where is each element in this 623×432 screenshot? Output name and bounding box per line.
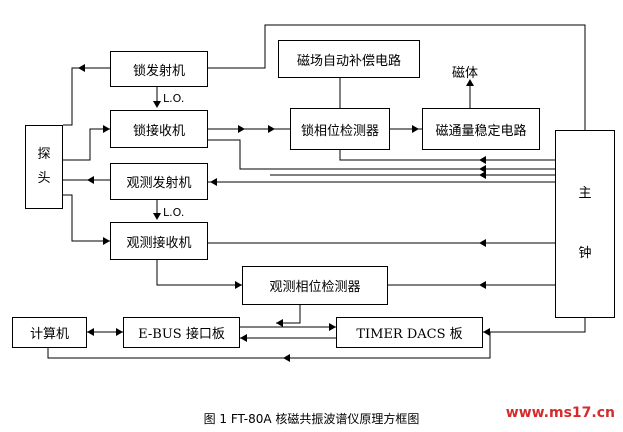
ebus-board-block: E-BUS 接口板 [123, 317, 240, 348]
lock-phase-detector-label: 锁相位检测器 [300, 123, 379, 139]
arrow-into-flux [412, 125, 419, 133]
wire-lock-tx-to-probe [63, 67, 110, 126]
observe-receiver-block: 观测接收机 [110, 222, 208, 260]
lock-phase-detector-block: 锁相位检测器 [290, 108, 390, 150]
arrow-to-magnet [466, 79, 474, 86]
observe-transmitter-block: 观测发射机 [110, 163, 208, 200]
arrow-clock-to-obsphase [479, 281, 486, 289]
lock-transmitter-block: 锁发射机 [110, 51, 208, 87]
wire-phase-to-clock-2 [339, 150, 555, 161]
arrow-clock-line-2 [479, 156, 486, 164]
arrow-into-lock-tx [78, 64, 85, 72]
arrow-into-lock-rx [103, 125, 110, 133]
arrow-clock-to-obsrx [479, 239, 486, 247]
site-watermark: www.ms17.cn [505, 405, 615, 421]
probe-char-2: 头 [37, 171, 51, 186]
clock-char-2: 钟 [578, 246, 592, 261]
wire-obsrx-to-obsphase [156, 260, 242, 286]
arrow-clock-line-3 [479, 171, 486, 179]
wire-clock-top-loop [208, 24, 586, 130]
observe-transmitter-label: 观测发射机 [126, 176, 192, 191]
observe-phase-detector-block: 观测相位检测器 [242, 266, 388, 305]
arrow-bottom-bus [283, 354, 290, 362]
arrow-lo-top [153, 101, 161, 108]
observe-receiver-label: 观测接收机 [126, 235, 192, 251]
lock-receiver-block: 锁接收机 [110, 110, 208, 148]
wire-probe-to-lock-rx [63, 128, 110, 161]
computer-label: 计算机 [29, 327, 69, 342]
flux-stabilizer-label: 磁通量稳定电路 [435, 123, 527, 139]
arrow-into-computer [87, 328, 94, 336]
field-compensation-label: 磁场自动补偿电路 [296, 53, 401, 69]
arrow-lockrx-a [238, 125, 245, 133]
wire-clock-to-timer [483, 318, 586, 333]
wire-lockrx-to-clock-1 [208, 139, 555, 170]
arrow-into-ebus-left [116, 328, 123, 336]
field-compensation-block: 磁场自动补偿电路 [278, 40, 420, 78]
wire-obsphase-to-ebus [276, 305, 301, 324]
magnet-label: 磁体 [452, 66, 479, 81]
lo-label-bottom: L.O. [163, 206, 185, 219]
probe-char-1: 探 [37, 147, 51, 163]
arrow-into-ebus [276, 319, 283, 327]
arrow-into-timer [483, 328, 490, 336]
arrow-clock-line-1 [479, 165, 486, 173]
wire-bottom-bus [47, 332, 491, 359]
arrow-into-obsrx [103, 237, 110, 245]
ebus-board-label: E-BUS 接口板 [138, 327, 225, 342]
flux-stabilizer-block: 磁通量稳定电路 [422, 108, 540, 150]
timer-dacs-board-block: TIMER DACS 板 [336, 317, 483, 348]
computer-block: 计算机 [12, 317, 87, 348]
arrow-timer-to-ebus [240, 334, 247, 342]
arrow-into-obstx [210, 178, 217, 186]
arrow-into-probe [87, 176, 94, 184]
timer-dacs-board-label: TIMER DACS 板 [356, 327, 463, 342]
arrow-into-obsphase [235, 281, 242, 289]
observe-phase-detector-label: 观测相位检测器 [269, 280, 361, 295]
arrow-lo-bottom [153, 213, 161, 220]
lo-label-top: L.O. [163, 92, 185, 105]
master-clock-block: 主 钟 [555, 130, 615, 318]
arrow-lockrx-b [268, 125, 275, 133]
probe-block: 探 头 [25, 125, 63, 209]
lock-transmitter-label: 锁发射机 [132, 63, 185, 79]
wire-probe-to-obsrx [63, 194, 110, 242]
lock-receiver-label: 锁接收机 [132, 123, 185, 139]
clock-char-1: 主 [578, 186, 592, 202]
arrow-ebus-to-timer [329, 323, 336, 331]
figure-caption: 图 1 FT-80A 核磁共振波谱仪原理方框图 [203, 412, 420, 426]
